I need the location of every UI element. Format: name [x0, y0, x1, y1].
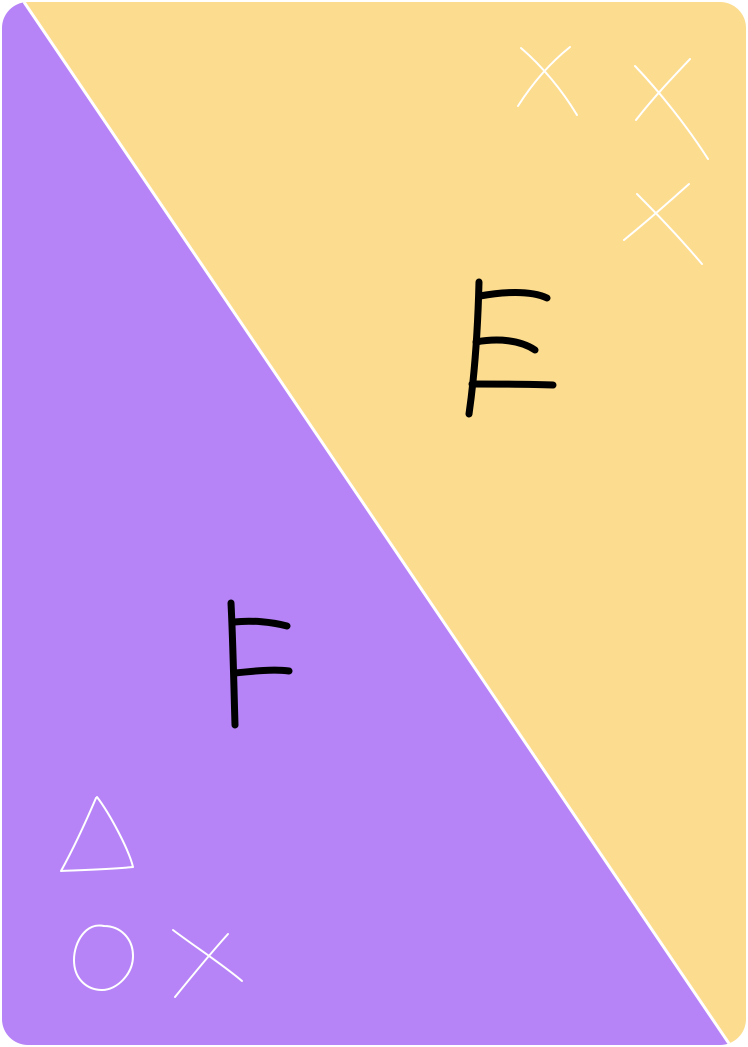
- letter-f-top-bar: [230, 617, 291, 630]
- purple-region-symbols: [60, 796, 243, 998]
- diagonal-divider: [22, 2, 732, 1045]
- letter-f-glyph: [227, 599, 293, 729]
- x-mark-icon: [172, 929, 243, 998]
- letter-e-bottom-bar: [468, 380, 557, 389]
- letter-f-stem: [227, 599, 239, 729]
- circle-icon: [73, 924, 134, 991]
- yellow-region-symbols: [517, 46, 709, 265]
- x-mark-icon: [623, 183, 703, 265]
- letter-e-glyph: [465, 278, 557, 418]
- x-mark-icon: [634, 58, 709, 160]
- x-mark-icon: [517, 46, 578, 116]
- letter-f-middle-bar: [231, 666, 293, 677]
- letter-e-top-bar: [476, 289, 551, 302]
- triangle-icon: [60, 796, 134, 872]
- purple-region: [2, 2, 730, 1045]
- yellow-region: [24, 2, 746, 1045]
- letter-e-middle-bar: [472, 336, 539, 354]
